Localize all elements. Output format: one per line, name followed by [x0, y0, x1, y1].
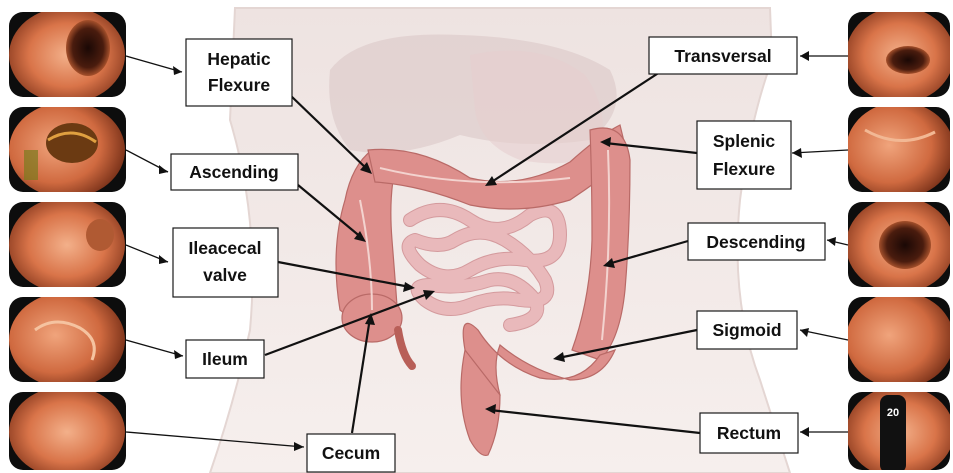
label-ileocecal-valve: Ileacecal valve	[173, 228, 278, 297]
label-ileocecal-line2: valve	[203, 265, 247, 285]
label-transversal: Transversal	[649, 37, 797, 74]
label-hepatic-line1: Hepatic	[207, 49, 270, 69]
label-sigmoid-text: Sigmoid	[712, 320, 781, 340]
label-splenic-flexure: Splenic Flexure	[697, 121, 791, 189]
label-ascending-text: Ascending	[189, 162, 278, 182]
thumbnail-ileocecal-valve	[9, 197, 126, 293]
thumbnail-ascending	[9, 102, 126, 198]
label-ileocecal-line1: Ileacecal	[189, 238, 262, 258]
label-hepatic-flexure: Hepatic Flexure	[186, 39, 292, 106]
label-descending: Descending	[688, 223, 825, 260]
label-cecum-text: Cecum	[322, 443, 380, 463]
thumbnail-sigmoid	[846, 292, 953, 388]
thumbnail-ileum	[9, 292, 126, 388]
label-cecum: Cecum	[307, 434, 395, 472]
label-rectum: Rectum	[700, 413, 798, 453]
thumbnail-transversal	[846, 7, 953, 103]
label-descending-text: Descending	[706, 232, 805, 252]
thumbnail-splenic-flexure	[846, 102, 953, 198]
label-sigmoid: Sigmoid	[697, 311, 797, 349]
label-hepatic-line2: Flexure	[208, 75, 271, 95]
label-ileum: Ileum	[186, 340, 264, 378]
label-ascending: Ascending	[171, 154, 298, 190]
thumbnail-rectum: 20	[846, 386, 953, 473]
label-transversal-text: Transversal	[674, 46, 771, 66]
label-splenic-line2: Flexure	[713, 159, 776, 179]
thumbnail-cecum	[9, 386, 126, 473]
endoscope-marker-text: 20	[887, 407, 899, 419]
thumbnail-hepatic-flexure	[9, 7, 126, 103]
label-rectum-text: Rectum	[717, 423, 781, 443]
thumbnail-descending	[846, 197, 953, 293]
label-ileum-text: Ileum	[202, 349, 248, 369]
label-splenic-line1: Splenic	[713, 131, 776, 151]
